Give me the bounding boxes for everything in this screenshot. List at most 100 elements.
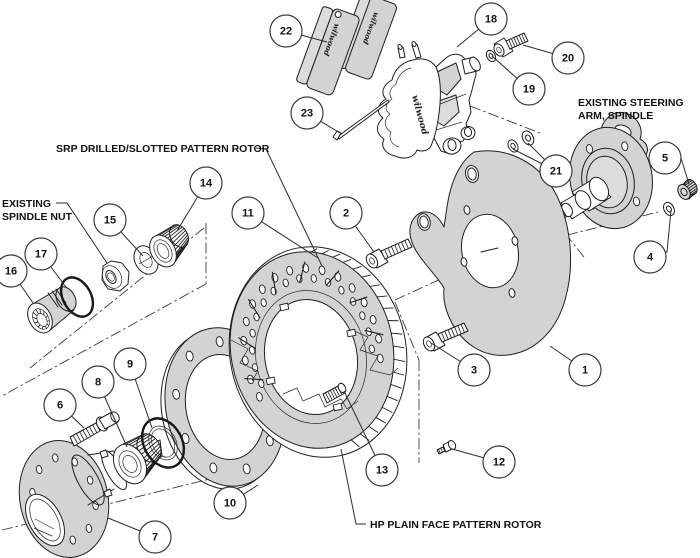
callout-11-number: 11 xyxy=(242,208,254,220)
callout-5-circle xyxy=(648,141,682,175)
cap-serration xyxy=(45,325,47,329)
bearing-roller xyxy=(175,234,189,250)
bearing-roller xyxy=(122,433,144,446)
bearing-roller xyxy=(143,443,160,459)
outer-bearing-part-14 xyxy=(149,224,189,268)
rotor-vane-tick xyxy=(377,295,388,298)
callout-22-number: 22 xyxy=(280,26,292,38)
bearing-roller xyxy=(145,446,161,463)
thread-mark xyxy=(513,37,518,46)
rotor-vane-tick xyxy=(342,259,352,263)
callout-12-circle xyxy=(482,445,516,479)
rotor-drill-hole xyxy=(359,311,366,320)
rotor-drill-hole xyxy=(260,298,267,307)
o-ring-part-17 xyxy=(59,276,95,318)
rotor-break-line-right xyxy=(351,329,399,376)
rotor-vane-tick xyxy=(386,395,398,402)
rotor-vane-tick xyxy=(361,274,372,278)
adapter-hole xyxy=(209,462,218,474)
callout-22-circle xyxy=(269,14,303,48)
rotor-vane-tick xyxy=(393,345,405,349)
thread-mark xyxy=(460,324,465,333)
label-leader-lines xyxy=(56,147,366,525)
adapter-hole xyxy=(242,463,251,475)
rotor-break-line-left xyxy=(230,339,259,382)
label-leader xyxy=(56,202,108,264)
callout-20-circle xyxy=(551,41,585,75)
callout-16-circle xyxy=(0,254,28,288)
thread-mark xyxy=(391,246,396,255)
callout-6-circle xyxy=(43,388,77,422)
screw-part-12 xyxy=(436,440,457,455)
callout-21-number: 21 xyxy=(550,166,562,178)
bearing-roller xyxy=(159,224,177,236)
thread-mark xyxy=(334,387,340,396)
callout-13-circle xyxy=(365,453,399,487)
thread-mark xyxy=(508,40,513,48)
callout-1-circle xyxy=(568,353,602,387)
label-hp-rotor: HP PLAIN FACE PATTERN ROTOR xyxy=(370,519,542,531)
rotor-slot xyxy=(247,298,261,319)
bracket-plate-part xyxy=(409,150,572,356)
rotor-register-tab xyxy=(332,402,343,412)
flange-hole xyxy=(632,196,641,207)
thread-mark xyxy=(324,392,330,401)
cap-serration xyxy=(35,309,39,315)
bearing-roller xyxy=(171,230,186,244)
bearing-roller xyxy=(146,449,162,467)
rotor-drill-hole xyxy=(368,344,375,354)
callout-16-number: 16 xyxy=(5,266,17,278)
rotor-center-opening xyxy=(263,298,359,416)
bearing-roller xyxy=(164,225,181,237)
adapter-hole xyxy=(172,388,181,400)
callout-3-circle xyxy=(457,353,491,387)
rotor-drill-hole xyxy=(241,355,249,366)
mount-bolt-part-2 xyxy=(365,238,413,269)
callout-17-number: 17 xyxy=(35,249,47,261)
center-line xyxy=(1,477,215,531)
rotor-hat-cut xyxy=(282,387,359,410)
rotor-drill-hole xyxy=(338,285,345,295)
rotor-drill-hole xyxy=(255,392,263,402)
rotor-slot xyxy=(364,329,384,336)
rotor-drill-hole xyxy=(286,265,294,276)
label-leader xyxy=(340,448,366,525)
grease-seal-part-9 xyxy=(140,417,186,469)
cap-serration xyxy=(39,308,42,314)
callout-18-number: 18 xyxy=(485,14,497,26)
rotor-slot xyxy=(349,296,368,304)
thread-mark xyxy=(516,36,521,45)
mount-bolt-part-3 xyxy=(422,322,469,352)
nut-serration xyxy=(686,194,695,200)
callout-19-number: 19 xyxy=(523,84,535,96)
bearing-roller xyxy=(128,433,149,446)
rotor-slot-pattern xyxy=(238,261,384,381)
callout-20-number: 20 xyxy=(562,53,574,65)
callout-14-number: 14 xyxy=(200,178,213,190)
thread-mark xyxy=(444,331,449,340)
washers-part-21 xyxy=(507,130,535,153)
thread-mark xyxy=(437,448,441,454)
thread-mark xyxy=(332,388,338,398)
rotor-vane-tick xyxy=(368,425,379,433)
thread-mark xyxy=(440,447,443,453)
thread-mark xyxy=(457,325,462,334)
callout-8-number: 8 xyxy=(95,377,101,389)
adapter-hole xyxy=(185,350,194,362)
callout-23-number: 23 xyxy=(301,108,313,120)
callout-2-circle xyxy=(329,196,363,230)
rotor-drill-hole xyxy=(249,328,256,338)
callout-11-circle xyxy=(231,196,265,230)
bleed-screw-icon xyxy=(397,41,422,59)
bearing-roller xyxy=(175,237,189,254)
hub-stud-hole xyxy=(69,535,76,545)
rotor-register-tabs xyxy=(265,302,357,412)
thread-mark xyxy=(76,433,81,442)
rotor-vane-tick xyxy=(375,417,387,424)
thread-mark xyxy=(79,431,85,440)
center-line xyxy=(29,227,205,369)
rotor-slot xyxy=(325,270,340,287)
